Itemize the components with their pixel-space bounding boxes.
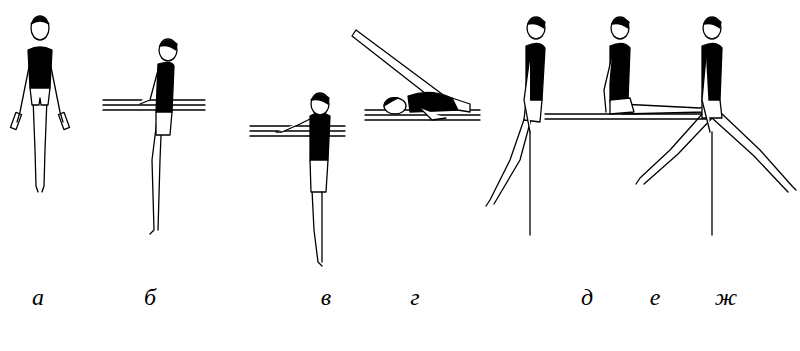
bar-end [10,112,21,129]
shirt [310,113,330,160]
arm [702,56,710,132]
hair [704,18,721,28]
bar-post [529,132,530,235]
shorts [156,112,172,135]
shorts [30,88,50,105]
gymnast-figure [103,39,205,234]
figure-letter: ж [715,284,737,311]
arm [524,56,530,132]
gymnast-figure [352,30,480,120]
leg [33,98,47,192]
head [527,17,545,39]
head [611,17,629,39]
gymnast-figure [545,17,710,119]
parallel-bars [103,100,205,110]
figure-letter: е [650,284,661,311]
figure-letter: в [321,284,331,311]
hair [528,18,545,28]
figure-letter: д [581,284,593,311]
figure-letter: г [410,284,419,311]
arm [140,70,158,104]
shirt [28,47,52,88]
parallel-bars [250,126,345,136]
shirt [408,92,458,112]
leg [712,112,796,192]
hair [612,18,629,28]
shorts [452,98,470,112]
bar-post [711,132,712,235]
parallel-bars [545,114,710,119]
hair [311,94,329,104]
shirt [610,43,630,102]
gymnast-figure [10,16,69,192]
head [159,39,177,61]
head [311,93,329,115]
gymnast-figure [250,93,345,266]
shirt [156,62,174,112]
gymnast-figure [636,17,796,235]
arm [420,108,446,120]
hair [384,98,398,106]
shorts [310,160,328,192]
head [703,17,721,39]
figure-letter: а [32,284,44,311]
figure-letter: б [144,284,156,311]
shorts [610,98,634,114]
head [384,98,406,114]
bar-end [58,112,69,129]
hair [31,17,49,24]
leg [636,112,714,184]
leg [486,108,534,206]
head [31,16,49,40]
leg [312,190,322,266]
arm [604,56,612,112]
hair [160,40,177,50]
gymnast-figure [486,17,545,235]
